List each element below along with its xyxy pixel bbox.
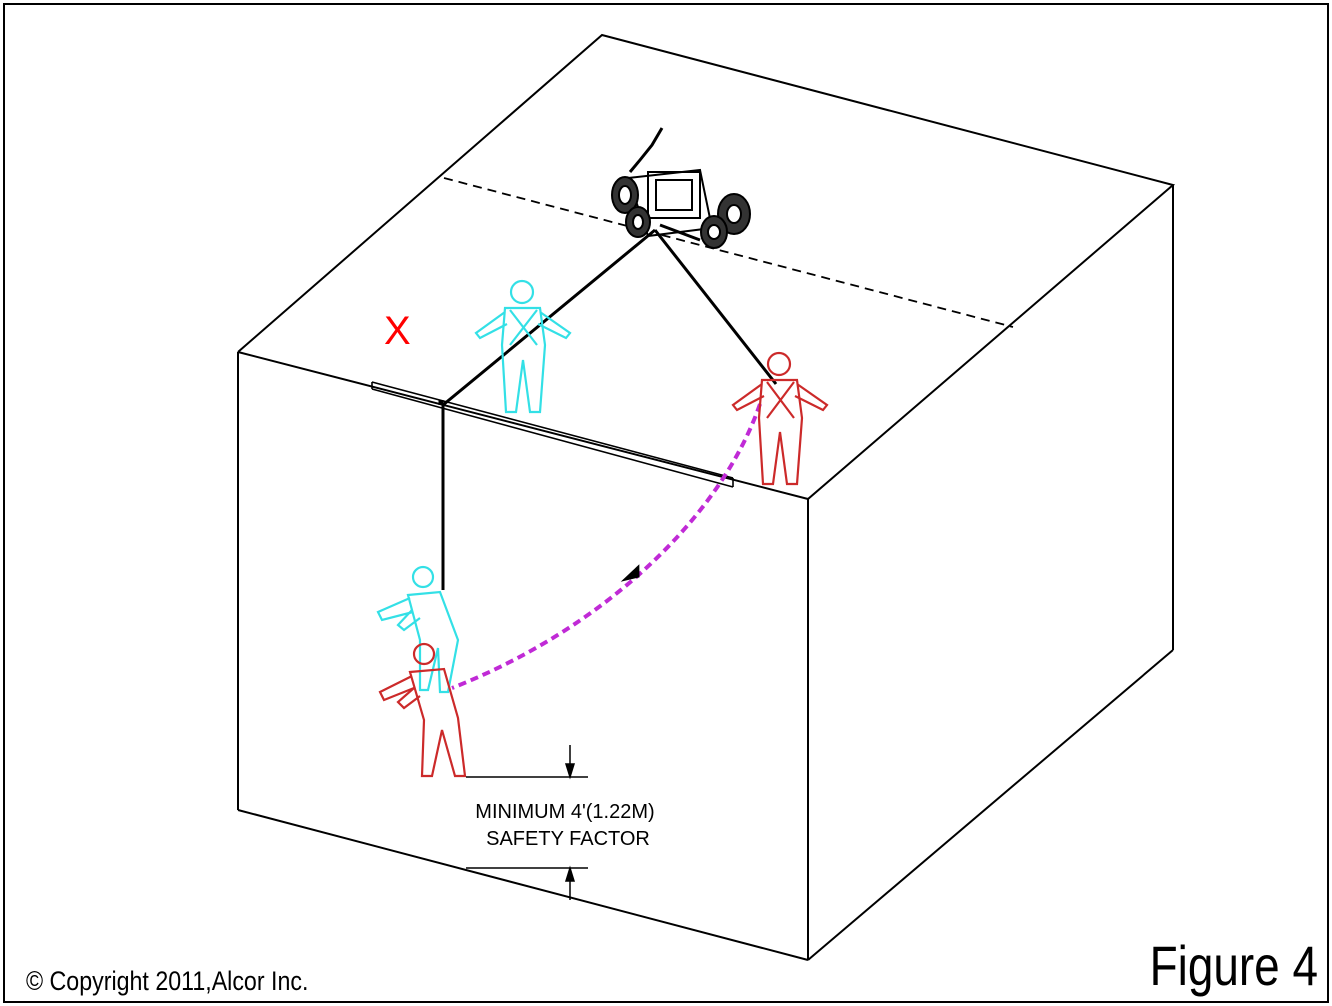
drawing-border <box>3 3 1329 1003</box>
swing-direction-arrow-icon <box>620 564 640 582</box>
dimension-marker <box>466 745 588 900</box>
copyright-notice: © Copyright 2011,Alcor Inc. <box>26 966 308 996</box>
figure-title: Figure 4 <box>1150 935 1318 997</box>
dimension-label-line2: SAFETY FACTOR <box>486 828 650 850</box>
worker-fall-roof <box>731 351 829 486</box>
parapet-edge <box>371 381 734 488</box>
worker-fall-swung <box>378 642 467 778</box>
building-box <box>237 33 1176 961</box>
dimension-label-line1: MINIMUM 4'(1.22M) <box>475 801 654 823</box>
worker-safe-roof <box>474 279 572 414</box>
lifelines <box>438 228 778 590</box>
swing-fall-path <box>451 403 762 690</box>
roof-rail-dashed <box>443 177 1014 328</box>
trolley-anchor-icon <box>611 127 751 249</box>
prohibited-marker: X <box>384 309 411 353</box>
